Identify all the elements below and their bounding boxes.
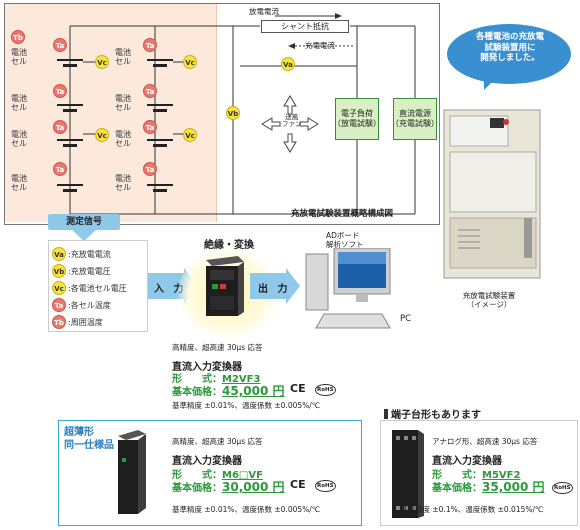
ta-badge-8: Ta xyxy=(143,162,157,176)
thin-spec-note: 高精度、超高速 30μs 応答 xyxy=(172,437,263,446)
battery-symbol-5 xyxy=(147,59,173,69)
ta-badge-4: Ta xyxy=(53,162,67,176)
m2vf3-spec-note: 高精度、超高速 30μs 応答 xyxy=(172,343,263,352)
cell-label-6: 電池 セル xyxy=(115,94,131,113)
converter-m2vf3-icon xyxy=(206,256,244,316)
m2vf3-price-row: 基本価格：45,000 円 xyxy=(172,384,285,398)
terminal-accuracy: 基準精度 ±0.1%、温度係数 ±0.015%/℃ xyxy=(400,505,544,514)
down-arrow-icon xyxy=(72,230,96,241)
m2vf3-name: 直流入力変換器 xyxy=(172,362,242,373)
battery-symbol-7 xyxy=(147,139,173,149)
tb-badge: Tb xyxy=(11,30,25,44)
terminal-spec-note: アナログ形、超高速 30μs 応答 xyxy=(432,437,538,446)
thin-name: 直流入力変換器 xyxy=(172,456,242,467)
shunt-resistor: シャント抵抗 xyxy=(261,20,349,33)
thin-product-box xyxy=(58,420,362,526)
measurement-signal-label: 測定信号 xyxy=(48,214,120,230)
legend-vc: Vc:各電池セル電圧 xyxy=(52,281,127,295)
ad-board-label: ADボード 解析ソフト xyxy=(326,231,364,249)
vc-badge-7: Vc xyxy=(183,128,197,142)
thin-model: M6□VF xyxy=(222,470,263,481)
ta-badge-1: Ta xyxy=(53,38,67,52)
tester-device-illustration xyxy=(443,109,541,279)
vc-badge-1: Vc xyxy=(95,55,109,69)
legend-tb: Tb:周囲温度 xyxy=(52,315,103,329)
ta-badge-7: Ta xyxy=(143,120,157,134)
thin-converter-icon xyxy=(118,430,146,514)
pc-illustration xyxy=(305,248,391,329)
battery-symbol-1 xyxy=(57,59,83,69)
cell-label-3: 電池 セル xyxy=(11,130,27,149)
system-diagram: Tb xyxy=(4,3,440,225)
fan-icon xyxy=(261,95,319,153)
thin-price-row: 基本価格：30,000 円 xyxy=(172,480,285,494)
ta-badge-5: Ta xyxy=(143,38,157,52)
ce-mark-icon: CE xyxy=(290,382,306,395)
vc-badge-3: Vc xyxy=(95,128,109,142)
vc-badge-5: Vc xyxy=(183,55,197,69)
input-label: 入 力 xyxy=(154,284,187,295)
terminal-rohs-mark-icon: RoHS xyxy=(552,482,573,494)
battery-symbol-6 xyxy=(147,104,173,114)
bubble-text: 各種電池の充放電 試験装置用に 開発しました。 xyxy=(475,32,544,64)
dc-power-box: 直流電源 （充電試験） xyxy=(391,98,439,140)
terminal-model: M5VF2 xyxy=(482,470,521,481)
terminal-price-row: 基本価格：35,000 円 xyxy=(432,480,545,494)
device-caption: 充放電試験装置 （イメージ） xyxy=(462,291,516,309)
cell-label-2: 電池 セル xyxy=(11,94,27,113)
battery-symbol-3 xyxy=(57,139,83,149)
isolation-label: 絶縁・変換 xyxy=(204,240,254,251)
cell-label-1: 電池 セル xyxy=(11,48,27,67)
vb-badge: Vb xyxy=(226,106,240,120)
output-arrow xyxy=(250,268,300,304)
speech-bubble xyxy=(447,24,571,90)
thin-model-row: 形 式：M6□VF xyxy=(172,470,263,481)
discharge-current-label: 放電電流 xyxy=(249,7,279,16)
diagram-title: 充放電試験装置概略構成図 xyxy=(291,209,394,219)
terminal-price: 35,000 円 xyxy=(482,480,545,494)
output-label: 出 力 xyxy=(258,284,291,295)
electronic-load-box: 電子負荷 （放電試験） xyxy=(333,98,381,140)
m2vf3-accuracy: 基準精度 ±0.01%、温度係数 ±0.005%/℃ xyxy=(172,401,321,410)
m2vf3-model-row: 形 式：M2VF3 xyxy=(172,374,261,385)
ta-badge-3: Ta xyxy=(53,120,67,134)
fan-label: 送風 ファン xyxy=(282,113,302,129)
battery-cell-area: Tb xyxy=(5,4,217,222)
terminal-heading: 端子台形もあります xyxy=(384,406,481,421)
va-badge: Va xyxy=(281,57,295,71)
thin-price: 30,000 円 xyxy=(222,480,285,494)
battery-symbol-8 xyxy=(147,184,173,194)
cell-label-4: 電池 セル xyxy=(11,174,27,193)
thin-accuracy: 基準精度 ±0.01%、温度係数 ±0.005%/℃ xyxy=(172,505,321,514)
ta-badge-2: Ta xyxy=(53,84,67,98)
cell-label-8: 電池 セル xyxy=(115,174,131,193)
thin-tag: 超薄形同一仕様品 xyxy=(64,427,114,451)
battery-symbol-4 xyxy=(57,184,83,194)
ta-badge-6: Ta xyxy=(143,84,157,98)
charge-current-label: 充電電流 xyxy=(305,41,335,50)
legend-ta: Ta:各セル温度 xyxy=(52,298,111,312)
terminal-name: 直流入力変換器 xyxy=(432,456,502,467)
terminal-converter-icon xyxy=(392,430,424,518)
legend-vb: Vb:充放電電圧 xyxy=(52,264,111,278)
m2vf3-model: M2VF3 xyxy=(222,374,261,385)
cell-label-7: 電池 セル xyxy=(115,130,131,149)
thin-rohs-mark-icon: RoHS xyxy=(315,480,336,492)
legend-va: Va:充放電電流 xyxy=(52,247,111,261)
pc-label: PC xyxy=(400,314,412,324)
m2vf3-price: 45,000 円 xyxy=(222,384,285,398)
cell-label-5: 電池 セル xyxy=(115,48,131,67)
thin-ce-mark-icon: CE xyxy=(290,478,306,491)
battery-symbol-2 xyxy=(57,104,83,114)
rohs-mark-icon: RoHS xyxy=(315,384,336,396)
terminal-model-row: 形 式：M5VF2 xyxy=(432,470,521,481)
